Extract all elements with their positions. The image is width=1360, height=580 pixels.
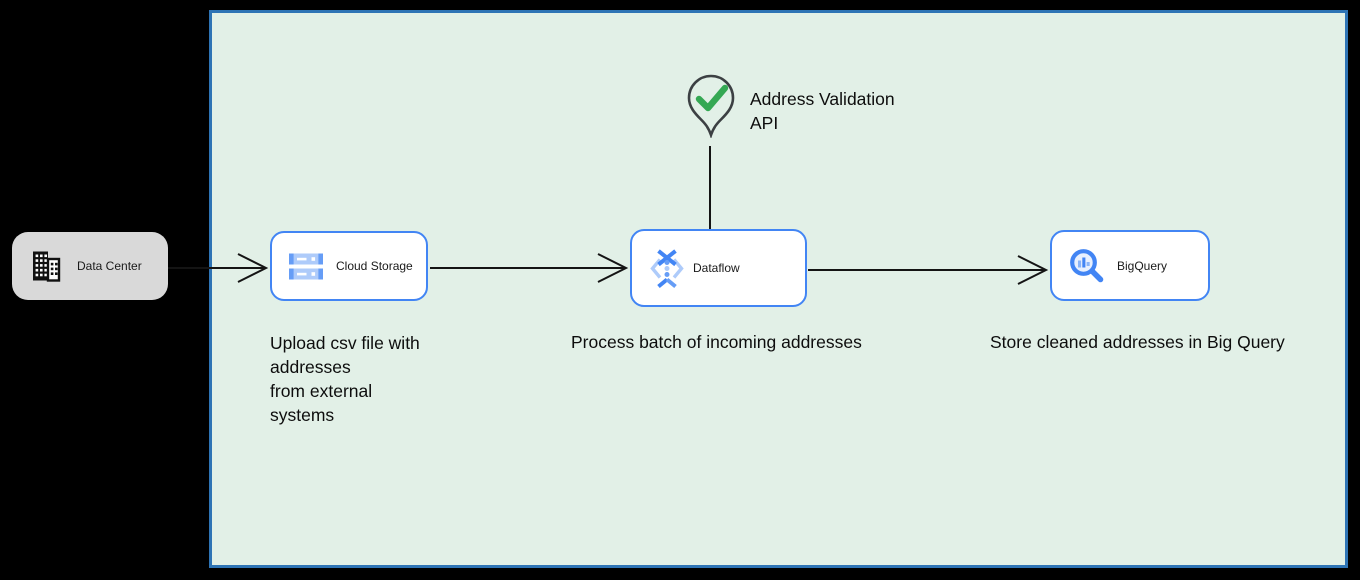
bigquery-magnifier-icon xyxy=(1068,247,1105,284)
node-label: Data Center xyxy=(77,259,142,273)
node-label: BigQuery xyxy=(1117,258,1168,273)
process-note: Process batch of incoming addresses xyxy=(571,332,862,352)
storage-bars-icon xyxy=(289,251,323,282)
node-label: Dataflow xyxy=(693,261,740,275)
upload-note: Upload csv file with addresses from exte… xyxy=(270,333,420,425)
dataflow-icon xyxy=(648,248,686,289)
address-validation-label: Address Validation API xyxy=(750,89,895,133)
store-note: Store cleaned addresses in Big Query xyxy=(990,332,1285,352)
node-cloud-storage[interactable]: Cloud Storage xyxy=(270,231,428,301)
node-dataflow[interactable]: Dataflow xyxy=(630,229,807,307)
map-pin-check-icon xyxy=(687,74,735,138)
building-icon xyxy=(30,250,62,282)
node-data-center[interactable]: Data Center xyxy=(12,232,168,300)
node-bigquery[interactable]: BigQuery xyxy=(1050,230,1210,301)
node-label: Cloud Storage xyxy=(336,259,413,273)
